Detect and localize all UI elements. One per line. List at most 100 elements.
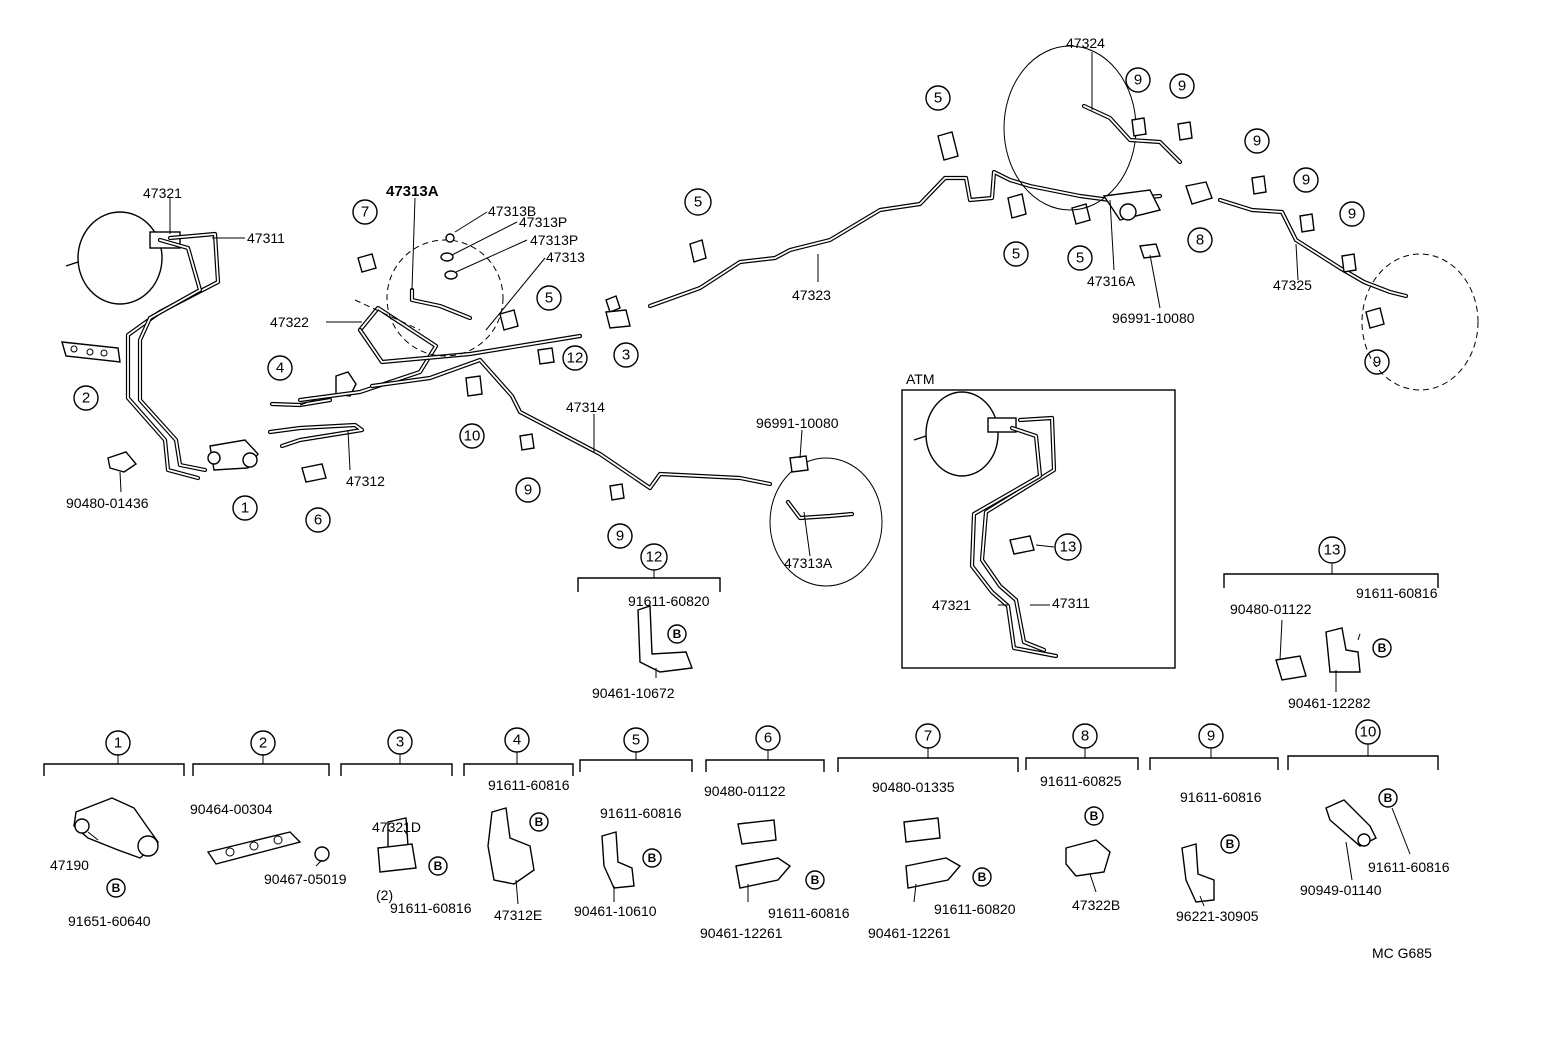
callout-9-b: 9 (607, 523, 633, 549)
part-10-clip-mini (465, 375, 483, 397)
svg-text:10: 10 (464, 428, 481, 445)
label-atm-47311: 47311 (1052, 595, 1090, 611)
callout-8-b: 8 (1072, 723, 1098, 749)
callout-13-b: 13 (1318, 536, 1346, 564)
bolt-mark-7: B (972, 867, 992, 887)
label-47313A: 47313A (386, 183, 439, 200)
detail-circle-47313A-lower (769, 457, 883, 587)
svg-text:9: 9 (1207, 728, 1215, 745)
label-47321D: 47321D (372, 819, 421, 835)
detail-group-13 (1223, 564, 1439, 681)
callout-2-b: 2 (250, 730, 276, 756)
bolt-mark-3: B (428, 856, 448, 876)
detail-part-47321D (377, 817, 417, 873)
label-47321: 47321 (143, 185, 182, 201)
bolt-mark-5: B (642, 848, 662, 868)
callout-1-a: 1 (232, 495, 258, 521)
callout-6-a: 6 (305, 507, 331, 533)
bolt-mark-9: B (1220, 834, 1240, 854)
svg-text:13: 13 (1324, 542, 1341, 559)
label-47323: 47323 (792, 287, 831, 303)
part-9-clip-e (1251, 175, 1267, 195)
label-90480-01436: 90480-01436 (66, 495, 149, 511)
part-2-bracket (61, 341, 121, 363)
svg-text:9: 9 (1253, 133, 1261, 150)
label-90464-00304: 90464-00304 (190, 801, 273, 817)
brake-line-47325 (1217, 197, 1409, 299)
svg-text:B: B (1378, 641, 1387, 655)
callout-13-a: 13 (1054, 533, 1082, 561)
callout-2-a: 2 (73, 385, 99, 411)
svg-text:13: 13 (1060, 539, 1077, 556)
part-labels: 47321 47311 47313A 47313B 47313P 47313P … (50, 35, 1450, 961)
svg-text:9: 9 (1178, 78, 1186, 95)
callout-5-a: 5 (536, 285, 562, 311)
bolt-mark-13: B (1372, 638, 1392, 658)
part-9-clip-c (1131, 117, 1147, 137)
svg-text:3: 3 (396, 734, 404, 751)
label-47324: 47324 (1066, 35, 1105, 51)
svg-text:9: 9 (616, 528, 624, 545)
clip-96991-10080-rear (1139, 243, 1161, 259)
clip-96991-10080-front (789, 455, 809, 473)
detail-brackets (43, 744, 1439, 776)
label-91651-60640: 91651-60640 (68, 913, 151, 929)
svg-text:12: 12 (567, 350, 584, 367)
label-47316A: 47316A (1087, 273, 1136, 289)
bolt-mark-6: B (805, 870, 825, 890)
callout-9-g: 9 (1339, 201, 1365, 227)
svg-text:9: 9 (1348, 206, 1356, 223)
callout-9-f: 9 (1293, 167, 1319, 193)
svg-text:5: 5 (545, 290, 553, 307)
label-91611-60816-d: 91611-60816 (600, 805, 682, 821)
callout-5-e: 5 (1067, 245, 1093, 271)
diagram-code: MC G685 (1372, 945, 1432, 961)
callout-9-a: 9 (515, 477, 541, 503)
part-8-union (1185, 181, 1213, 205)
atm-booster (913, 391, 1017, 477)
svg-text:9: 9 (1302, 172, 1310, 189)
callout-9-i: 9 (1198, 723, 1224, 749)
svg-text:2: 2 (259, 735, 267, 752)
part-9-clip-g (1341, 253, 1357, 273)
label-91611-60816-b: 91611-60816 (390, 900, 472, 916)
rear-drum-right (1361, 253, 1479, 391)
svg-text:B: B (535, 815, 544, 829)
svg-text:B: B (434, 859, 443, 873)
callout-10-a: 10 (459, 423, 485, 449)
bolt-mark-8: B (1084, 806, 1104, 826)
part-9-clip-d (1177, 121, 1193, 141)
callout-9-c: 9 (1125, 67, 1151, 93)
label-91611-60816-g: 91611-60816 (1368, 859, 1450, 875)
label-47313A-lower: 47313A (784, 555, 833, 571)
atm-brake-lines (969, 415, 1059, 659)
detail-part-90949-01140 (1325, 799, 1377, 847)
svg-text:8: 8 (1196, 232, 1204, 249)
label-47313: 47313 (546, 249, 585, 265)
detail-part-90480-01335 (903, 817, 941, 843)
part-9-clip-a (519, 433, 535, 451)
label-47313P-a: 47313P (519, 214, 567, 230)
callout-8-a: 8 (1187, 227, 1213, 253)
label-91611-60816-c: 91611-60816 (488, 777, 570, 793)
label-91611-60820-b: 91611-60820 (934, 901, 1016, 917)
hose-47313A-lower (785, 499, 855, 521)
svg-text:5: 5 (1076, 250, 1084, 267)
detail-part-47322B (1065, 839, 1111, 877)
label-96991-10080-rear: 96991-10080 (1112, 310, 1195, 326)
brake-line-47322 (297, 305, 773, 491)
part-5-clip-e (1071, 203, 1091, 225)
part-12-clip-mini (537, 347, 555, 365)
label-47325: 47325 (1273, 277, 1312, 293)
callout-6-b: 6 (755, 725, 781, 751)
part-5-clip-a (499, 309, 519, 331)
detail-part-90461-12261-b (905, 857, 962, 889)
bolt-mark-12: B (667, 624, 687, 644)
svg-text:1: 1 (241, 500, 249, 517)
part-9-clip-f (1299, 213, 1315, 233)
label-90467-05019: 90467-05019 (264, 871, 347, 887)
part-5-clip-c (937, 131, 959, 161)
callout-9-e: 9 (1244, 128, 1270, 154)
label-91611-60820-a: 91611-60820 (628, 593, 710, 609)
callout-1-b: 1 (105, 730, 131, 756)
